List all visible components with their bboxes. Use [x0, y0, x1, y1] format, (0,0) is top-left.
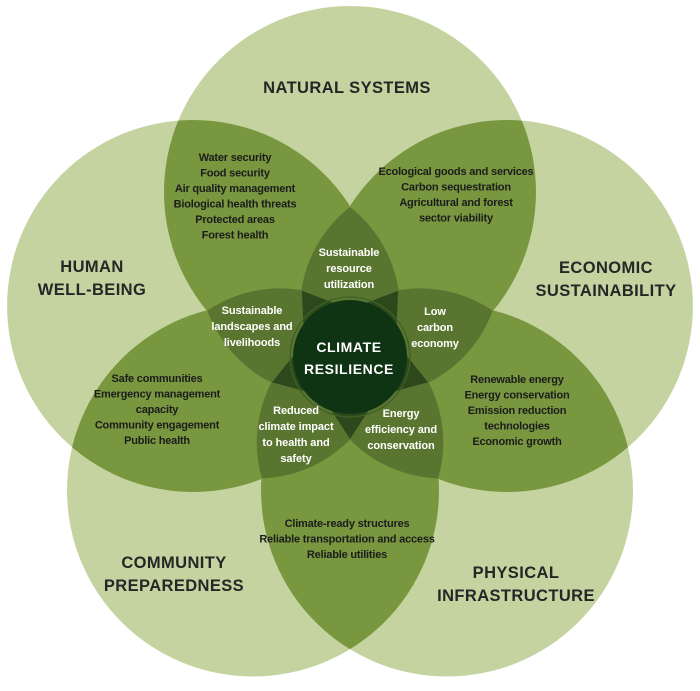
petal-label-low-carbon: economy — [411, 338, 460, 350]
heading-community-preparedness-line-2: PREPAREDNESS — [104, 577, 244, 595]
center-label-line-1: CLIMATE — [316, 339, 381, 355]
list-natural-economic-item: Ecological goods and services — [379, 166, 534, 178]
list-economic-physical-item: Energy conservation — [464, 390, 569, 402]
list-community-physical-item: Climate-ready structures — [285, 518, 410, 530]
petal-label-resource: Sustainable — [319, 247, 380, 259]
list-natural-economic-item: Carbon sequestration — [401, 182, 511, 194]
petal-label-low-carbon: carbon — [417, 322, 453, 334]
list-community-physical-item: Reliable transportation and access — [259, 534, 434, 546]
petal-label-resource: utilization — [324, 279, 375, 291]
list-human-community-item: capacity — [136, 404, 180, 416]
list-natural-economic-item: sector viability — [419, 213, 494, 225]
list-economic-physical-item: Emission reduction — [468, 405, 567, 417]
petal-label-landscapes: Sustainable — [222, 305, 283, 317]
center-label-line-2: RESILIENCE — [304, 361, 394, 377]
heading-natural-systems: NATURAL SYSTEMS — [263, 79, 431, 97]
petal-label-low-carbon: Low — [424, 306, 446, 318]
list-natural-human-item: Forest health — [202, 230, 269, 242]
petal-label-reduced-impact: Reduced — [273, 405, 319, 417]
list-natural-economic-item: Agricultural and forest — [399, 197, 513, 209]
petal-label-reduced-impact: climate impact — [258, 421, 333, 433]
petal-label-reduced-impact: to health and — [262, 437, 329, 449]
heading-human-well-being-line-1: HUMAN — [60, 258, 123, 276]
list-economic-physical-item: technologies — [484, 421, 550, 433]
petal-label-landscapes: landscapes and — [211, 321, 292, 333]
petal-label-landscapes: livelihoods — [224, 337, 280, 349]
list-natural-human-item: Water security — [199, 152, 273, 164]
list-natural-human-item: Biological health threats — [174, 199, 297, 211]
list-human-community-item: Safe communities — [112, 373, 203, 385]
list-community-physical-item: Reliable utilities — [307, 549, 387, 561]
list-human-community-item: Community engagement — [95, 420, 220, 432]
list-natural-human-item: Air quality management — [175, 183, 296, 195]
petal-label-energy-efficiency: efficiency and — [365, 424, 437, 436]
petal-label-reduced-impact: safety — [280, 453, 312, 465]
heading-community-preparedness-line-1: COMMUNITY — [121, 554, 226, 572]
list-economic-physical-item: Economic growth — [472, 436, 562, 448]
heading-physical-infrastructure-line-2: INFRASTRUCTURE — [437, 587, 595, 605]
petal-label-energy-efficiency: Energy — [383, 408, 421, 420]
list-natural-human-item: Food security — [200, 168, 271, 180]
list-natural-human-item: Protected areas — [195, 214, 275, 226]
heading-economic-sustainability-line-2: SUSTAINABILITY — [536, 282, 677, 300]
list-human-community-item: Emergency management — [94, 389, 221, 401]
petal-label-energy-efficiency: conservation — [367, 440, 435, 452]
list-human-community-item: Public health — [124, 435, 190, 447]
center-circle — [293, 300, 407, 414]
petal-label-resource: resource — [326, 263, 372, 275]
list-economic-physical-item: Renewable energy — [470, 374, 564, 386]
center-ring — [289, 296, 411, 418]
heading-economic-sustainability-line-1: ECONOMIC — [559, 259, 653, 277]
heading-human-well-being-line-2: WELL-BEING — [38, 281, 147, 299]
heading-physical-infrastructure-line-1: PHYSICAL — [473, 564, 560, 582]
